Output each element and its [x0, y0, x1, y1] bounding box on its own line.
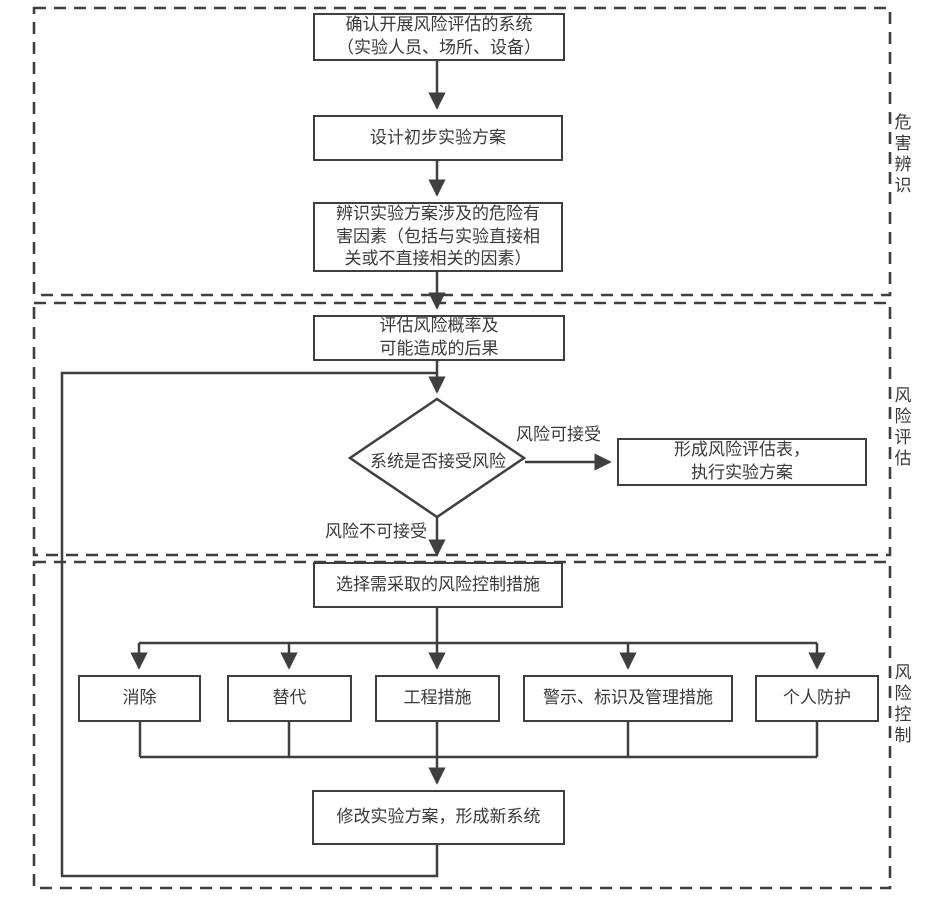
decision-diamond-shape: [347, 397, 527, 519]
flow-node-decision-label: 系统是否接受风险: [370, 451, 506, 471]
flow-node-modify-plan: 修改实验方案，形成新系统: [312, 790, 565, 845]
flow-node-form-table: 形成风险评估表， 执行实验方案: [617, 438, 867, 486]
flow-node-select-measures: 选择需采取的风险控制措施: [313, 562, 563, 608]
flow-node-ppe: 个人防护: [755, 675, 879, 722]
edge-label-risk-acceptable: 风险可接受: [516, 425, 601, 444]
flow-node-design-plan: 设计初步实验方案: [313, 115, 563, 161]
flow-node-identify-hazards: 辨识实验方案涉及的危险有 害因素（包括与实验直接相 关或不直接相关的因素）: [313, 202, 563, 272]
flow-node-engineering: 工程措施: [375, 675, 500, 722]
section-label-risk-control: 风险控制: [894, 663, 912, 746]
section-risk-assessment-boundary: [32, 301, 892, 557]
flow-node-eliminate: 消除: [78, 675, 201, 722]
flow-node-evaluate-risk: 评估风险概率及 可能造成的后果: [313, 315, 565, 361]
section-label-risk-assessment: 风险评估: [894, 386, 912, 469]
flow-node-substitute: 替代: [227, 675, 352, 722]
section-label-hazard-identification: 危害辨识: [894, 113, 912, 196]
section-hazard-identification-boundary: [32, 6, 892, 297]
edge-label-risk-unacceptable: 风险不可接受: [325, 522, 427, 541]
flow-node-warning: 警示、标识及管理措施: [523, 675, 733, 722]
flow-node-confirm-system: 确认开展风险评估的系统 （实验人员、场所、设备）: [313, 13, 565, 61]
feedback-loop-line: [60, 371, 439, 878]
